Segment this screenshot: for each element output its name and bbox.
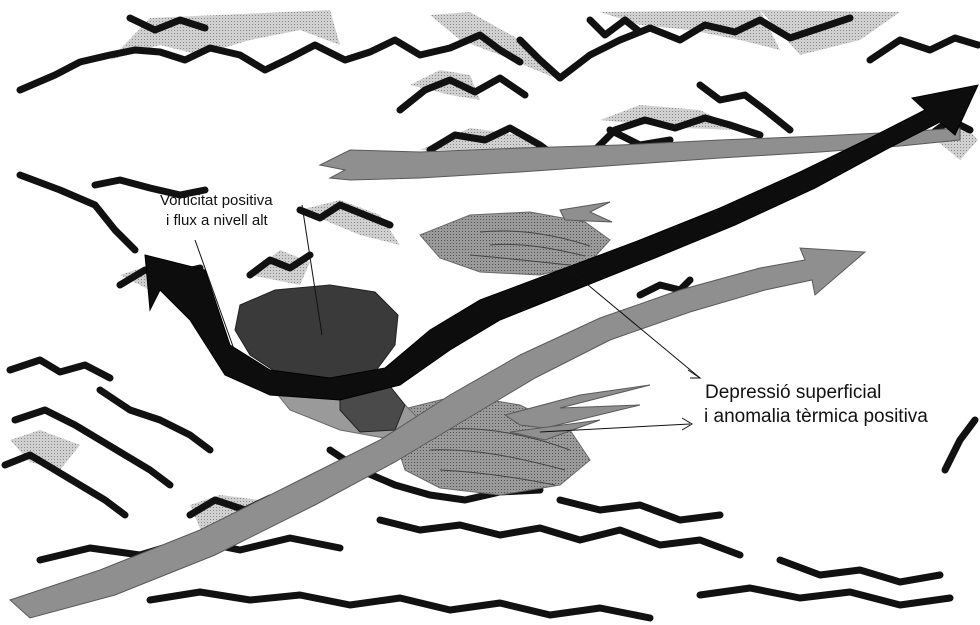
label-upper-line1: Vorticitat positiva	[160, 192, 273, 209]
leader-tip-1	[688, 370, 700, 378]
label-lower-line1: Depressió superficial	[705, 382, 881, 403]
label-lower-line2: i anomalia tèrmica positiva	[704, 406, 928, 427]
label-lower: Depressió superficial i anomalia tèrmica…	[704, 382, 928, 427]
label-upper: Vorticitat positiva i flux a nivell alt	[160, 192, 273, 229]
label-upper-line2: i flux a nivell alt	[166, 212, 269, 229]
low-level-flow-arrow	[10, 248, 865, 618]
